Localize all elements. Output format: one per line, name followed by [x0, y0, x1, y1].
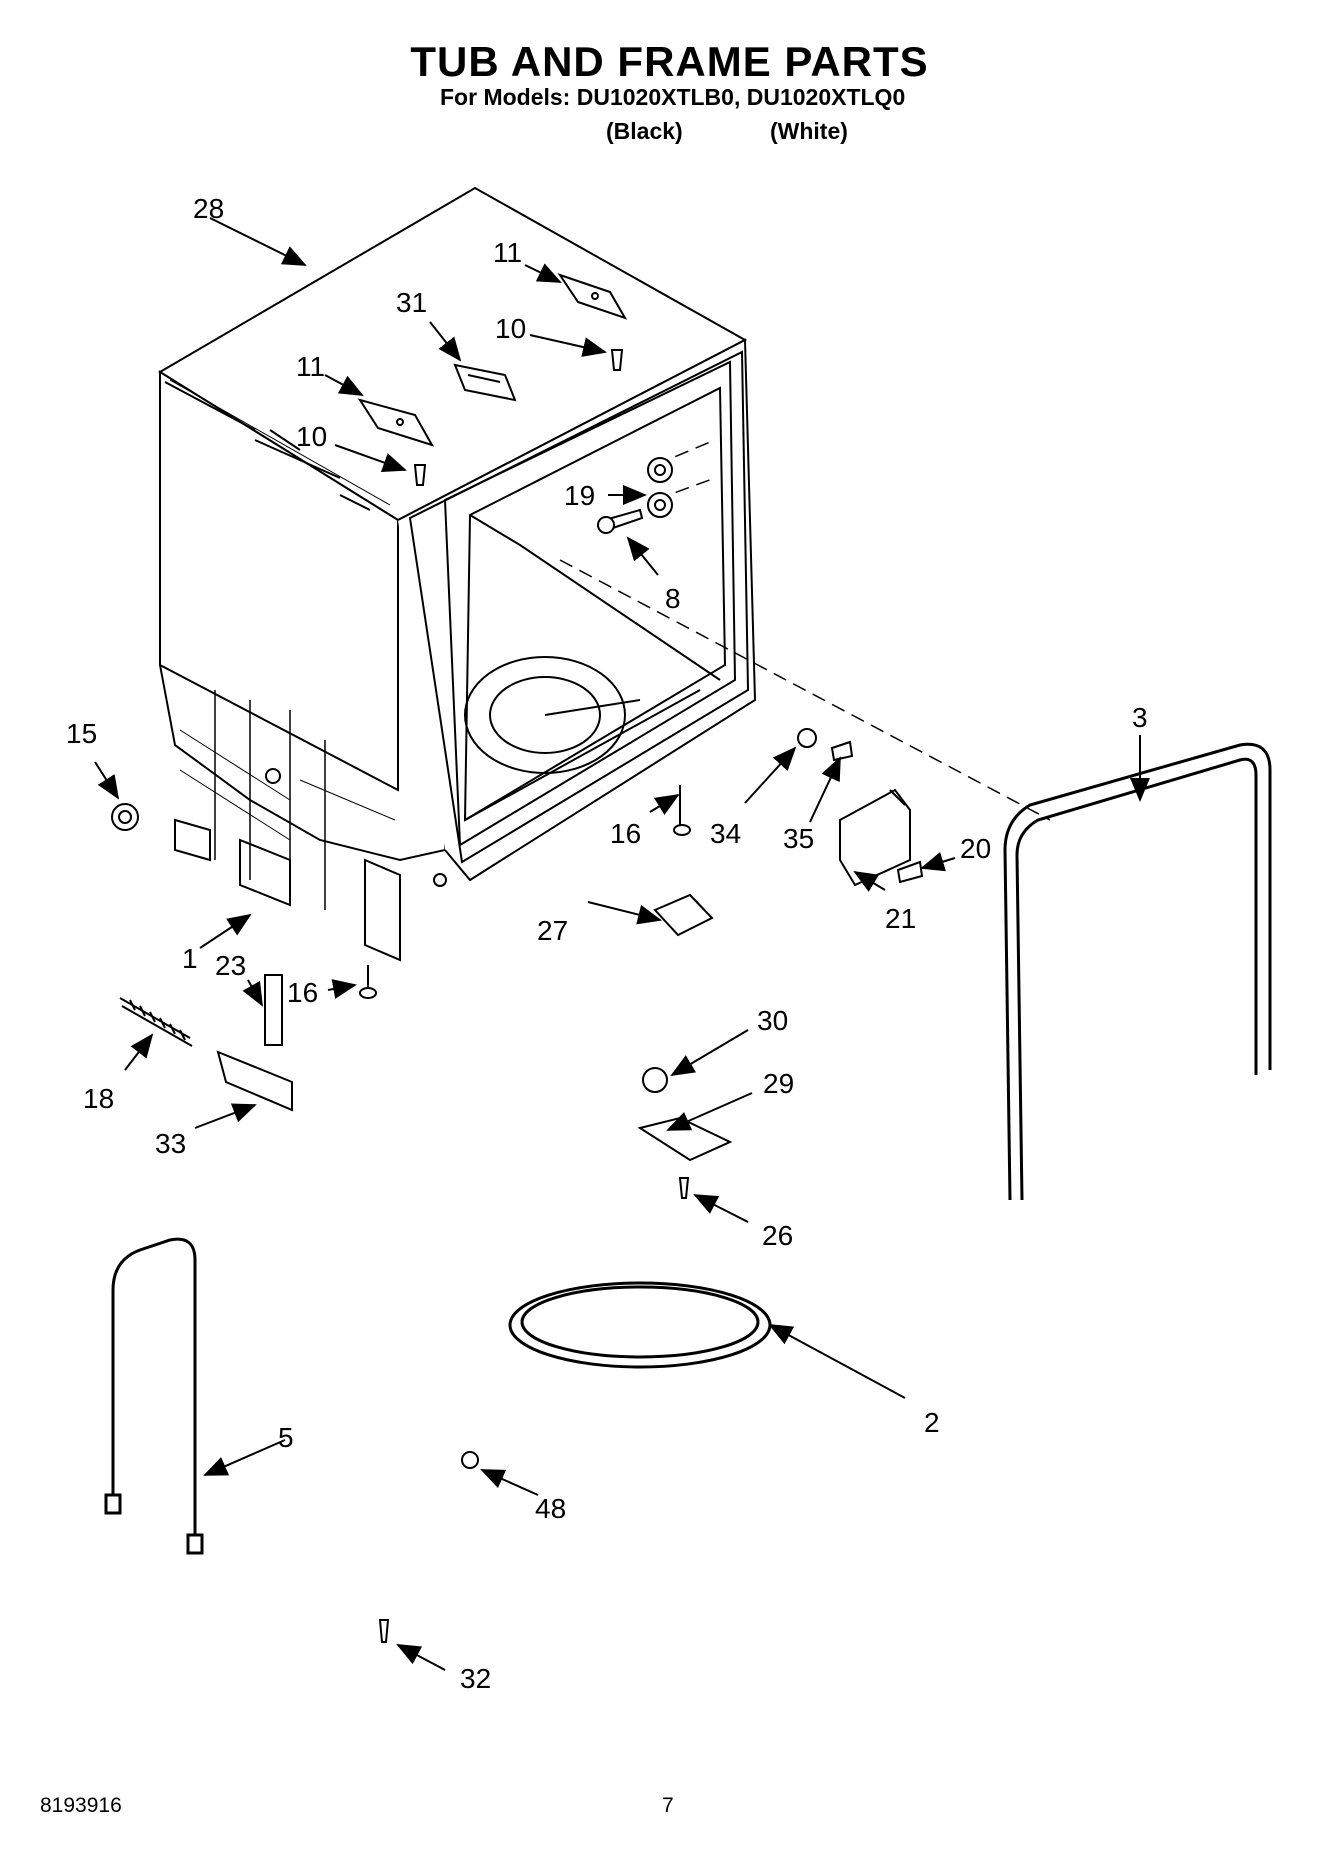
screw-32 [378, 1619, 390, 1643]
callout-label: 48 [535, 1493, 566, 1524]
callout-label: 28 [193, 193, 224, 224]
callout-label: 30 [757, 1005, 788, 1036]
callout-label: 1 [182, 943, 198, 974]
callout-label: 5 [278, 1422, 294, 1453]
screw-8 [597, 508, 644, 534]
hinge-bracket-upper [557, 273, 628, 320]
callout-label: 10 [495, 313, 526, 344]
callout-label: 18 [83, 1083, 114, 1114]
insulation-33 [216, 1050, 293, 1112]
callout-label: 27 [537, 915, 568, 946]
hinge-screw-lower [413, 464, 427, 486]
callout-label: 32 [460, 1663, 491, 1694]
screw-20 [896, 860, 924, 884]
screw-35 [830, 740, 854, 762]
callout-label: 2 [924, 1407, 940, 1438]
callout-labels: 28 11 31 10 11 10 19 8 15 3 16 34 35 20 … [66, 193, 1148, 1694]
thermostat-30 [642, 1067, 668, 1093]
callout-label: 11 [493, 237, 522, 268]
callout-label: 3 [1132, 702, 1148, 733]
models-line: For Models: DU1020XTLB0, DU1020XTLQ0 [440, 84, 906, 110]
page-number: 7 [662, 1794, 674, 1817]
heater-element-5 [104, 1237, 204, 1555]
callout-label: 31 [396, 287, 427, 318]
leveling-leg-16a [673, 785, 691, 836]
hinge-screw-upper [610, 349, 624, 371]
variant-white-label: (White) [770, 118, 848, 144]
sump-gasket-2 [508, 1281, 772, 1369]
callout-label: 15 [66, 718, 97, 749]
document-number: 8193916 [40, 1794, 122, 1817]
screw-26 [678, 1177, 690, 1199]
rollers-19 [647, 457, 673, 518]
bracket-29 [637, 1116, 733, 1162]
callout-label: 33 [155, 1128, 186, 1159]
callout-label: 26 [762, 1220, 793, 1251]
clip-27 [653, 893, 714, 937]
variant-black-label: (Black) [606, 118, 683, 144]
callout-label: 8 [665, 583, 681, 614]
callout-label: 19 [564, 480, 595, 511]
callout-label: 11 [296, 351, 325, 382]
callout-label: 16 [287, 977, 318, 1008]
page-title: TUB AND FRAME PARTS [410, 38, 929, 85]
leveling-leg-16b [359, 965, 377, 999]
callout-label: 23 [215, 950, 246, 981]
nut-34 [797, 728, 817, 748]
callout-label: 10 [296, 421, 327, 452]
callout-label: 34 [710, 818, 741, 849]
clamp-48 [461, 1451, 479, 1469]
callout-label: 16 [610, 818, 641, 849]
callout-label: 21 [885, 903, 916, 934]
spring-18 [119, 997, 193, 1047]
callout-label: 20 [960, 833, 991, 864]
leader-arrows [94, 217, 1150, 1671]
hinge-bracket-lower [357, 398, 435, 447]
strip-23 [264, 974, 283, 1046]
bracket-21 [839, 788, 911, 887]
callout-label: 29 [763, 1068, 794, 1099]
door-gasket-3 [1003, 742, 1272, 1201]
vent-part-31 [453, 363, 517, 402]
nut-15 [111, 803, 139, 831]
tub-assembly [158, 186, 757, 962]
callout-label: 35 [783, 823, 814, 854]
